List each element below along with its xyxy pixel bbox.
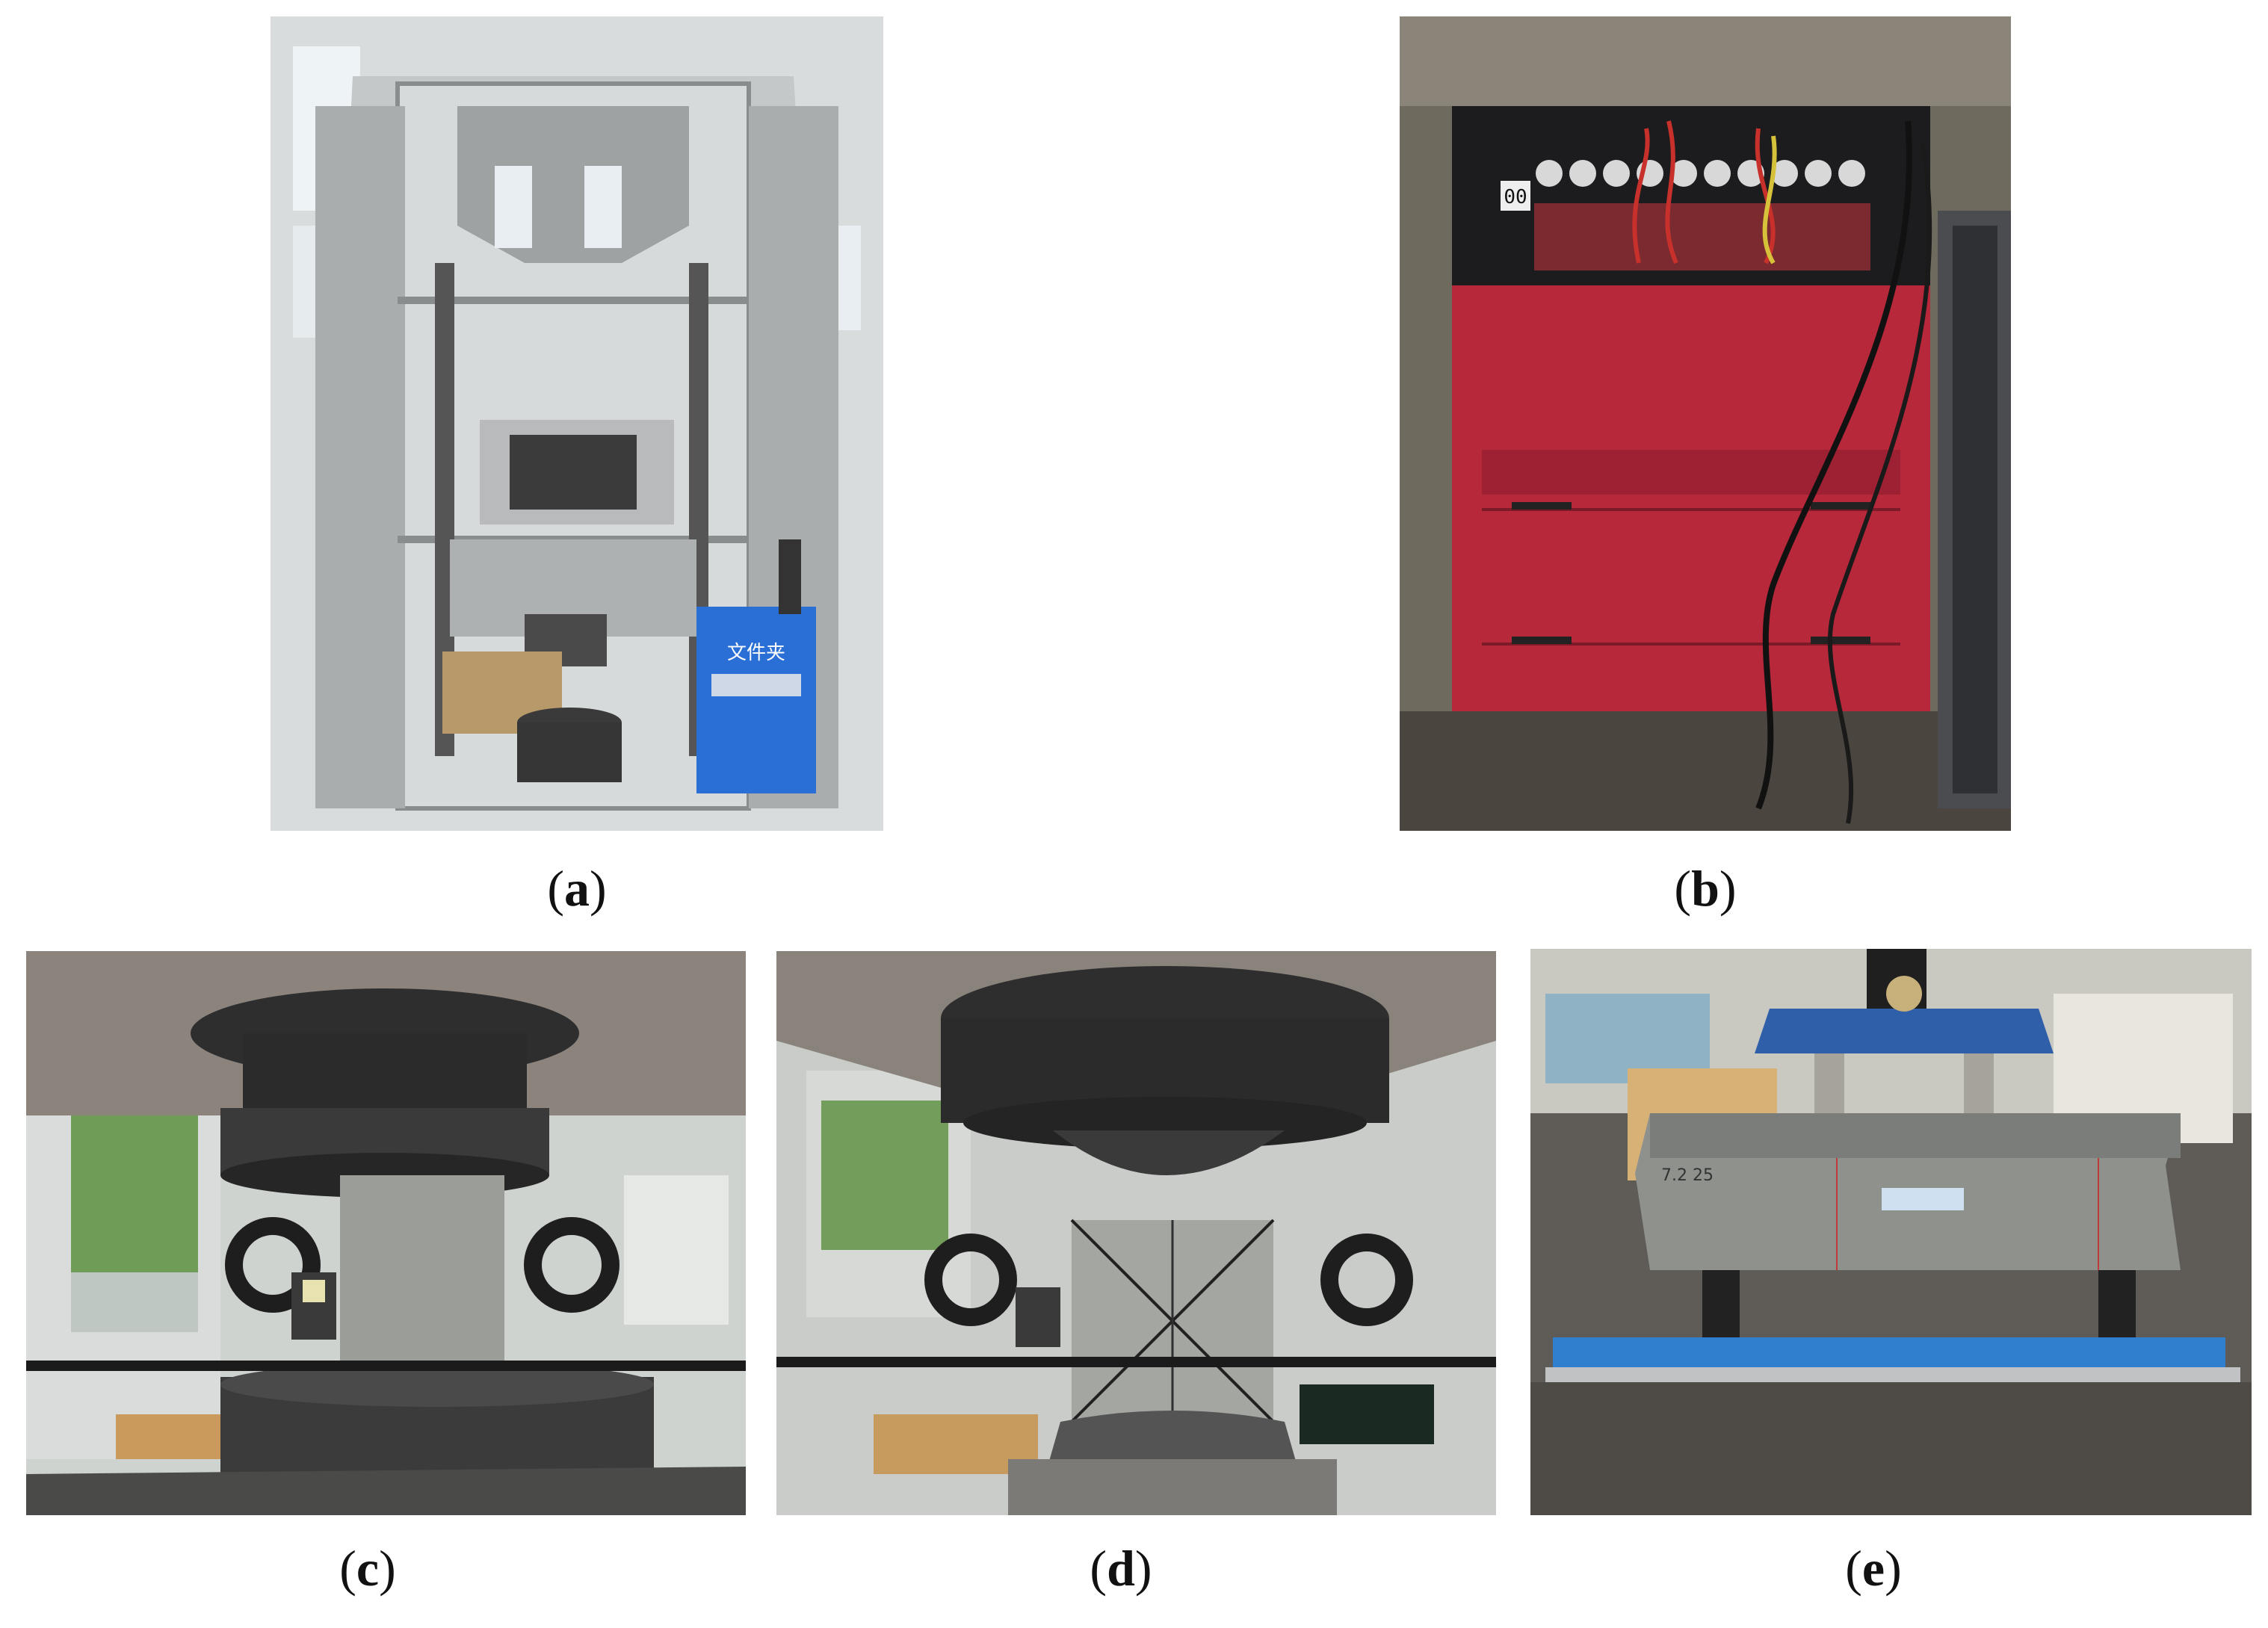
caption-c: (c): [339, 1540, 396, 1597]
photo-e-beam-label: 7.2 25: [1661, 1166, 1714, 1185]
photo-c-compression-test: [26, 951, 746, 1515]
photo-b-data-acquisition-box: 00: [1400, 16, 2011, 831]
caption-a: (a): [547, 860, 607, 917]
caption-b: (b): [1674, 860, 1737, 917]
photo-d-cube-test: [776, 951, 1496, 1515]
caption-d-letter: d: [1107, 1540, 1135, 1597]
caption-c-letter: c: [356, 1540, 380, 1597]
caption-a-letter: a: [564, 860, 590, 917]
caption-b-letter: b: [1691, 860, 1719, 917]
caption-e-letter: e: [1861, 1540, 1885, 1597]
caption-e: (e): [1845, 1540, 1902, 1597]
photo-a-testing-machine: 文件夹: [271, 16, 883, 831]
caption-d: (d): [1090, 1540, 1152, 1597]
photo-a-sign-text: 文件夹: [727, 642, 785, 664]
photo-e-beam-test: 7.2 25: [1530, 949, 2252, 1515]
photo-b-display-text: 00: [1504, 186, 1527, 208]
